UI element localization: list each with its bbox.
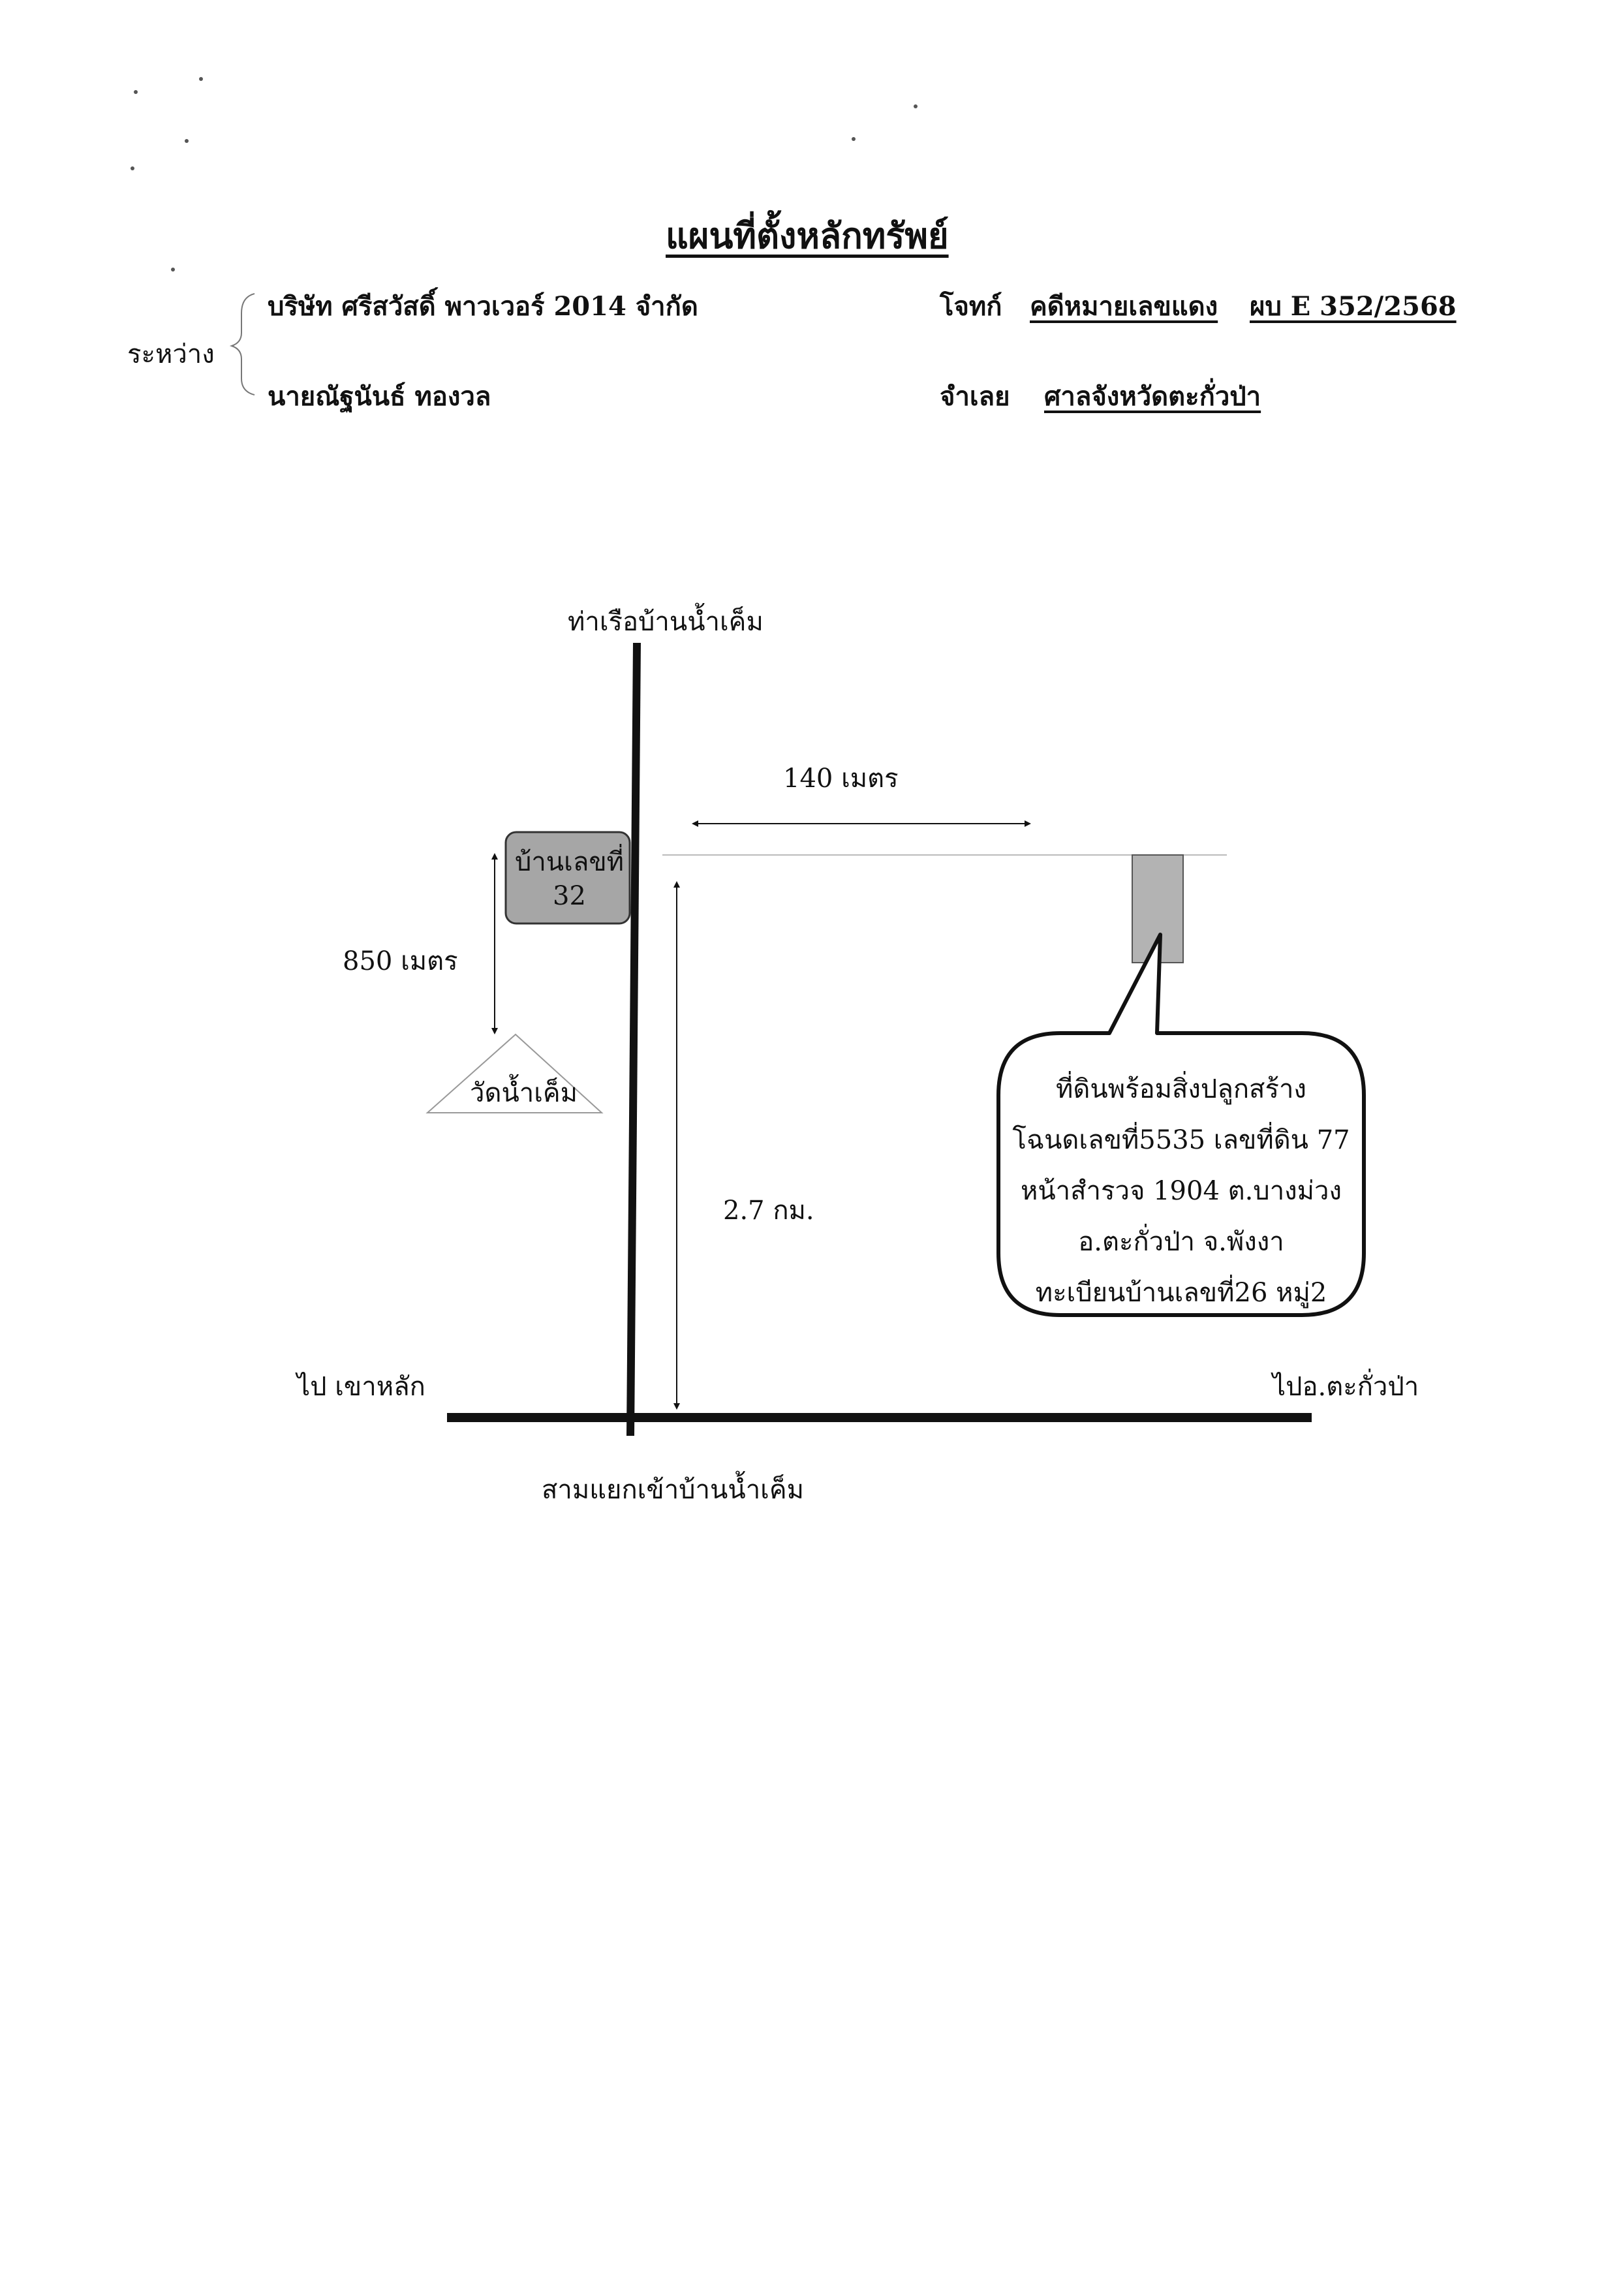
scan-speck bbox=[914, 104, 918, 108]
callout-line: ทะเบียนบ้านเลขที่26 หมู่2 bbox=[1035, 1278, 1327, 1308]
scan-speck bbox=[199, 77, 203, 81]
plaintiff-party-name: บริษัท ศรีสวัสดิ์ พาวเวอร์ 2014 จำกัด bbox=[268, 291, 698, 322]
callout-text: ที่ดินพร้อมสิ่งปลูกสร้าง โฉนดเลขที่5535 … bbox=[998, 1064, 1364, 1318]
callout-line: โฉนดเลขที่5535 เลขที่ดิน 77 bbox=[1012, 1125, 1350, 1155]
scan-speck bbox=[852, 137, 856, 141]
court-name: ศาลจังหวัดตะกั่วป่า bbox=[1044, 381, 1261, 412]
scan-speck bbox=[131, 166, 134, 170]
left-road-label: ไป เขาหลัก bbox=[297, 1372, 425, 1402]
callout-line: หน้าสำรวจ 1904 ต.บางม่วง bbox=[1020, 1176, 1342, 1206]
road-vertical bbox=[626, 642, 641, 1436]
distance-27-label: 2.7 กม. bbox=[723, 1196, 814, 1226]
defendant-party-name: นายณัฐนันธ์ ทองวล bbox=[268, 381, 491, 412]
top-road-label: ท่าเรือบ้านน้ำเค็ม bbox=[568, 607, 764, 637]
case-label: คดีหมายเลขแดง bbox=[1030, 291, 1218, 322]
between-bracket bbox=[229, 293, 255, 396]
plaintiff-label: โจทก์ bbox=[940, 291, 1002, 322]
house-label-line2: 32 bbox=[553, 881, 586, 911]
callout-bubble bbox=[996, 933, 1366, 1317]
scan-speck bbox=[171, 268, 175, 271]
case-number: ผบ E 352/2568 bbox=[1250, 291, 1457, 322]
house-label-line1: บ้านเลขที่ bbox=[514, 847, 625, 877]
callout-line: อ.ตะกั่วป่า จ.พังงา bbox=[1078, 1227, 1284, 1257]
scan-speck bbox=[185, 139, 189, 143]
between-label: ระหว่าง bbox=[127, 339, 215, 369]
defendant-label: จำเลย bbox=[940, 381, 1010, 412]
junction-label: สามแยกเข้าบ้านน้ำเค็ม bbox=[542, 1475, 804, 1505]
distance-140-label: 140 เมตร bbox=[783, 764, 899, 794]
scan-speck bbox=[134, 90, 138, 94]
document-title: แผนที่ตั้งหลักทรัพย์ bbox=[666, 215, 949, 256]
callout-line: ที่ดินพร้อมสิ่งปลูกสร้าง bbox=[1056, 1074, 1306, 1104]
temple-triangle bbox=[425, 1033, 604, 1113]
distance-850-label: 850 เมตร bbox=[343, 946, 458, 976]
temple-label: วัดน้ำเค็ม bbox=[470, 1078, 578, 1108]
right-road-label: ไปอ.ตะกั่วป่า bbox=[1273, 1372, 1419, 1402]
house-32-box bbox=[504, 831, 631, 925]
